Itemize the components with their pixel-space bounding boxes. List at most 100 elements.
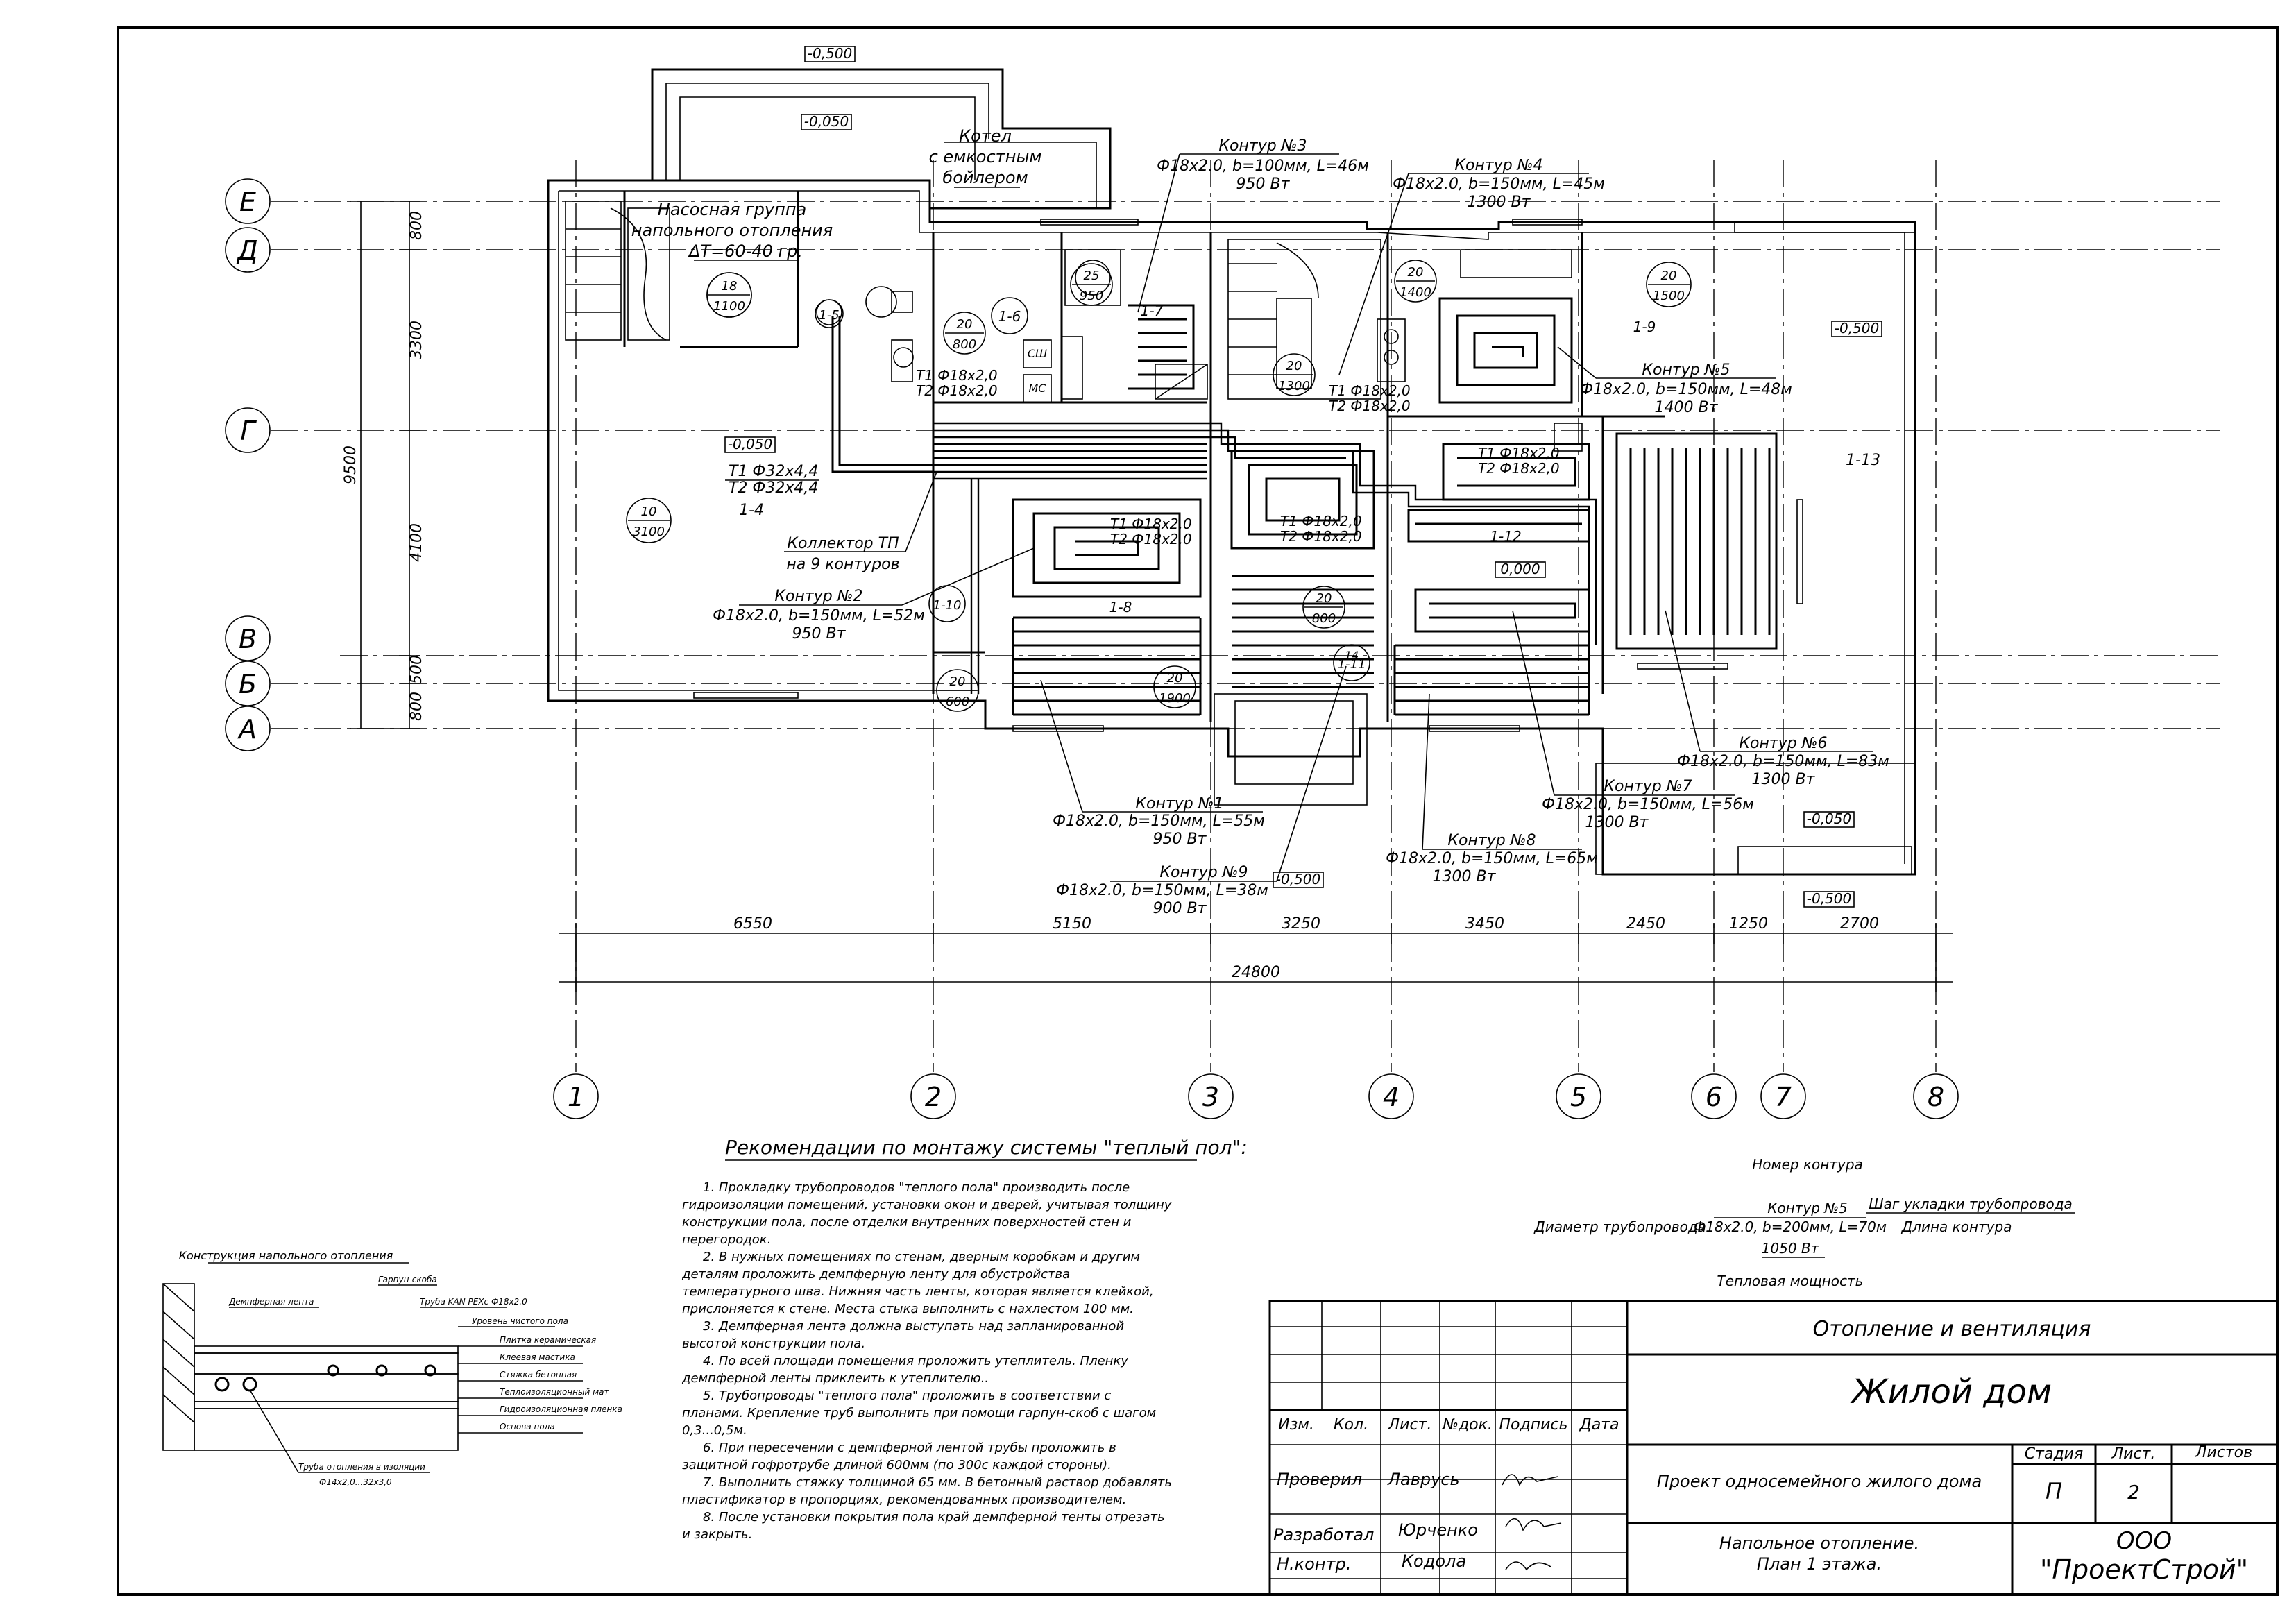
room-area: 800	[1312, 611, 1336, 626]
contour-legend: Номер контура Шаг укладки трубопровода К…	[1533, 1156, 2075, 1289]
contour-name: Контур №1	[1135, 795, 1223, 813]
grid-letter: В	[239, 624, 257, 654]
level-mark: -0,050	[728, 436, 772, 452]
contour-name: Контур №8	[1447, 832, 1536, 849]
grid-letter: Г	[240, 416, 257, 446]
construction-label: Гарпун-скоба	[378, 1275, 437, 1284]
unit-tag: 1-12	[1490, 528, 1521, 545]
equipment	[706, 272, 914, 382]
dim-horizontal: 2700	[1840, 915, 1879, 933]
room-area: 1100	[713, 299, 745, 314]
recommendation-line: 1. Прокладку трубопроводов "теплого пола…	[703, 1180, 1130, 1195]
building-walls	[547, 68, 1916, 876]
contour-spec: Ф18х2.0, b=150мм, L=38м	[1056, 882, 1268, 899]
tb-name: Кодола	[1402, 1552, 1466, 1571]
contour-power: 1400 Вт	[1655, 399, 1719, 416]
grid-number: 5	[1570, 1082, 1587, 1112]
contour-name: Контур №5	[1642, 362, 1730, 379]
tb-role: Разработал	[1273, 1525, 1374, 1545]
tb-header: Подпись	[1499, 1416, 1568, 1434]
contour-spec: Ф18х2.0, b=150мм, L=48м	[1580, 381, 1792, 398]
tb-object: Жилой дом	[1850, 1373, 2052, 1411]
room-temp: 20	[1661, 269, 1677, 283]
boiler-label: Котел	[959, 126, 1012, 146]
construction-label: Теплоизоляционный мат	[500, 1387, 609, 1397]
recommendation-line: конструкции пола, после отделки внутренн…	[682, 1215, 1132, 1230]
contour-name: Контур №9	[1159, 864, 1248, 881]
tb-sheet-title: Напольное отопление.	[1719, 1533, 1919, 1553]
dim-horizontal: 5150	[1053, 915, 1091, 933]
legend-diameter: Диаметр трубопровода	[1533, 1218, 1706, 1235]
equipment-labels: Котел с емкостным бойлером Насосная груп…	[631, 126, 1560, 573]
construction-label: Демпферная лента	[228, 1297, 314, 1307]
contour-spec: Ф18х2.0, b=150мм, L=56м	[1542, 796, 1754, 813]
tb-name: Лаврусь	[1387, 1470, 1460, 1489]
dim-horizontal: 3250	[1282, 915, 1320, 933]
room-temp: 10	[641, 504, 657, 519]
construction-label: Плитка керамическая	[500, 1335, 596, 1345]
contour-power: 1300 Вт	[1433, 868, 1497, 885]
construction-label: Ф14х2,0...32х3,0	[319, 1477, 392, 1487]
tb-sheet-title: План 1 этажа.	[1757, 1554, 1882, 1574]
tb-project: Проект односемейного жилого дома	[1657, 1472, 1982, 1491]
collector-pipes: Т2 Ф32х4,4	[729, 479, 818, 497]
pipe-pair-label: Т2 Ф18х2,0	[1478, 460, 1560, 477]
room-temp: 20	[957, 317, 973, 332]
room-temp: 20	[950, 674, 966, 689]
recommendation-line: 4. По всей площади помещения проложить у…	[703, 1354, 1128, 1368]
room-area: 1400	[1400, 285, 1431, 300]
contour-name: Контур №6	[1739, 735, 1827, 752]
dim-vertical: 9500	[342, 445, 359, 484]
dim-vertical: 800	[408, 211, 425, 240]
dim-horizontal: 6550	[733, 915, 772, 933]
room-temp: 25	[1084, 269, 1100, 283]
room-temp: 20	[1286, 359, 1302, 373]
collector-pipes: Т1 Ф32х4,4	[729, 463, 818, 480]
level-mark: -0,500	[808, 45, 852, 62]
sink-label: СШ	[1028, 347, 1047, 360]
legend-step: Шаг укладки трубопровода	[1869, 1196, 2073, 1212]
recommendation-line: деталям проложить демпферную ленту для о…	[681, 1267, 1070, 1282]
tb-role: Проверил	[1277, 1470, 1362, 1489]
dim-vertical: 500	[408, 655, 425, 684]
grid-letter-markers: Е Д Г В Б А	[225, 178, 271, 751]
tb-header: №док.	[1442, 1416, 1493, 1434]
collector-label: на 9 контуров	[786, 556, 899, 573]
contour-spec: Ф18х2.0, b=100мм, L=46м	[1157, 158, 1369, 175]
unit-tag: 1-11	[1338, 657, 1366, 672]
grid-axes	[271, 160, 2220, 1072]
legend-spec: Ф18х2.0, b=200мм, L=70м	[1694, 1218, 1887, 1235]
pump-group-label: Насосная группа	[658, 200, 806, 219]
grid-number: 4	[1383, 1082, 1400, 1112]
construction-label: Стяжка бетонная	[500, 1370, 577, 1379]
pipe-pair-label: Т2 Ф18х2,0	[1110, 531, 1192, 547]
legend-length: Длина контура	[1901, 1218, 2012, 1235]
level-mark: -0,050	[804, 113, 849, 130]
recommendation-line: демпферной ленты приклеить к утеплителю.…	[681, 1371, 989, 1386]
boiler-label: бойлером	[942, 168, 1028, 187]
signature	[1505, 1561, 1551, 1571]
recommendation-line: гидроизоляции помещений, установки окон …	[682, 1198, 1172, 1212]
grid-number: 7	[1775, 1082, 1792, 1112]
grid-letter: Д	[236, 235, 258, 266]
unit-tag: 1-9	[1633, 318, 1656, 335]
recommendation-line: 6. При пересечении с демпферной лентой т…	[703, 1441, 1116, 1455]
collector-label: Коллектор ТП	[787, 535, 899, 552]
construction-label: Труба отопления в изоляции	[298, 1462, 425, 1472]
dim-total: 24800	[1232, 964, 1280, 981]
unit-tag: 1-13	[1846, 452, 1880, 469]
contour-name: Контур №2	[774, 588, 862, 605]
floor-construction-detail: Конструкция напольного отопления Гарпун-…	[162, 1249, 622, 1487]
level-mark: -0,500	[1835, 320, 1879, 337]
pipe-pair-label: Т2 Ф18х2,0	[916, 382, 998, 399]
legend-power: 1050 Вт	[1762, 1240, 1820, 1257]
dim-vertical: 3300	[408, 321, 425, 359]
tb-sheet: 2	[2127, 1481, 2140, 1504]
construction-label: Гидроизоляционная пленка	[500, 1404, 622, 1414]
recommendation-line: защитной гофротрубе длиной 600мм (по 300…	[682, 1458, 1112, 1472]
contour-spec: Ф18х2.0, b=150мм, L=65м	[1386, 850, 1598, 867]
tb-header: Дата	[1579, 1416, 1619, 1434]
vertical-dimension-lines: 800 3300 9500 4100 500 800	[342, 201, 425, 729]
tb-company: ООО	[2116, 1527, 2172, 1555]
